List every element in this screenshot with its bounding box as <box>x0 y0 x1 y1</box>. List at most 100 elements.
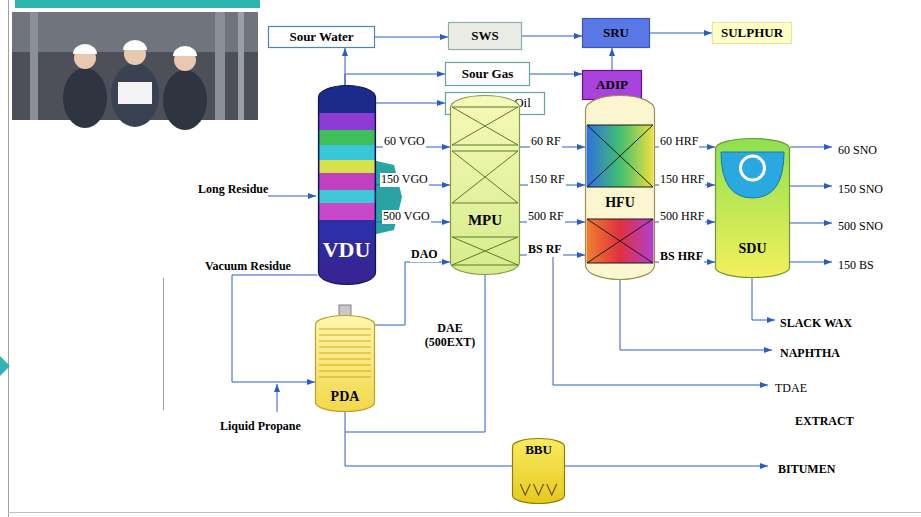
filter-loop <box>741 156 765 180</box>
box-outline <box>583 19 650 48</box>
stream-label-box: 500 VGO <box>382 206 431 224</box>
node-label: ADIP <box>596 78 628 93</box>
stream-box: Light Gas Oil <box>445 92 545 115</box>
stream-name: Long Residue <box>198 183 268 197</box>
hydrofinishing-reactor: HFU <box>585 95 655 280</box>
dewaxing-unit: SDU <box>715 138 790 278</box>
stream-label: 60 HRF <box>659 135 699 149</box>
vessel-body <box>716 139 790 278</box>
product-line <box>790 147 832 148</box>
product-label-box: 150 BS <box>838 255 874 273</box>
photo-helmet <box>73 44 97 54</box>
stream-name: DAE (500EXT) <box>418 322 482 350</box>
flow-line <box>376 222 451 223</box>
box-outline <box>449 23 522 50</box>
node-label: HFU <box>605 195 635 211</box>
stream-name: TDAE <box>775 382 807 396</box>
product-label-box: NAPHTHA <box>780 343 840 361</box>
blending-vessel: BBU <box>512 438 565 504</box>
photo-person <box>111 63 159 127</box>
photo <box>12 12 258 130</box>
mixer-mark <box>534 484 544 495</box>
stream-label: 60 RF <box>530 135 562 149</box>
stream-label-box: 60 HRF <box>659 131 699 149</box>
stream-box-shape <box>445 62 530 86</box>
stream-name: NAPHTHA <box>780 347 840 361</box>
flow-line <box>520 255 585 256</box>
unit-box: ADIP <box>582 70 642 100</box>
node-label: Sour Water <box>289 30 353 45</box>
photo-paper <box>118 82 152 104</box>
vessel-body <box>316 316 375 412</box>
stream-label: 500 RF <box>527 210 565 224</box>
flow-line <box>520 147 585 148</box>
column-band <box>319 145 374 160</box>
flow-line <box>655 185 715 186</box>
node-label: Sour Gas <box>462 67 513 82</box>
node-label: PDA <box>331 389 360 405</box>
flow-line <box>345 85 445 103</box>
stream-label: 150 HRF <box>659 173 705 187</box>
product-label-box: Long Residue <box>198 179 268 197</box>
product-label-box: 500 SNO <box>838 216 883 234</box>
column-nozzle <box>339 305 351 319</box>
unit-box-shape <box>582 18 650 48</box>
stream-label: Vacuum Residue <box>204 260 292 274</box>
column-tray <box>319 347 371 348</box>
box-outline <box>269 27 375 48</box>
product-line <box>345 412 768 466</box>
dewaxing-unit-shape <box>715 138 790 278</box>
flow-line <box>655 222 715 223</box>
stream-box: Sour Water <box>268 26 375 48</box>
box-outline <box>446 63 530 86</box>
column-tray <box>319 371 371 372</box>
stream-label: BS HRF <box>659 250 704 264</box>
flow-line <box>232 275 318 382</box>
stream-box: Sour Gas <box>445 62 530 86</box>
stream-label: 60 VGO <box>383 135 426 149</box>
mixer-mark <box>547 484 557 495</box>
stream-name: 150 SNO <box>838 183 883 197</box>
feed-arrow <box>200 196 316 197</box>
node-label: SRU <box>603 26 629 41</box>
vacuum-column-shape <box>318 85 376 285</box>
product-label-box: SLACK WAX <box>780 313 852 331</box>
frame-line <box>8 0 9 517</box>
vacuum-column: VDU <box>318 85 376 285</box>
node-label: BBU <box>525 443 552 458</box>
stream-label: 150 RF <box>528 173 566 187</box>
packing-bed <box>587 219 653 263</box>
flow-line <box>520 222 585 223</box>
packing-bed <box>452 237 518 265</box>
column-tray <box>319 329 371 330</box>
packing-bed <box>452 107 518 145</box>
column-band <box>319 160 374 173</box>
product-label-box: Liquid Propane <box>220 416 301 434</box>
stream-box-shape <box>445 92 545 115</box>
box-outline <box>446 93 545 115</box>
stream-label: BS RF <box>527 243 563 257</box>
stream-label-box: 150 VGO <box>380 169 429 187</box>
node-label: SWS <box>471 29 498 44</box>
column-band <box>319 220 374 284</box>
flow-line <box>650 33 712 34</box>
column-tray <box>319 377 371 378</box>
stream-label-box: DAO <box>410 244 439 262</box>
extract-line <box>345 275 485 432</box>
stream-label-box: 60 RF <box>530 131 562 149</box>
flow-line <box>375 37 448 38</box>
node-label: VDU <box>323 237 371 262</box>
column-tray <box>319 359 371 360</box>
flow-line <box>376 147 451 148</box>
node-label: MPU <box>468 212 502 229</box>
unit-box: SRU <box>582 18 650 48</box>
flow-line <box>612 48 613 70</box>
flow-line <box>655 147 715 148</box>
column-band <box>319 190 374 203</box>
product-line <box>553 255 768 385</box>
stream-name: EXTRACT <box>795 415 854 429</box>
stream-label-box: 150 HRF <box>659 169 705 187</box>
packing-bed <box>587 125 653 187</box>
